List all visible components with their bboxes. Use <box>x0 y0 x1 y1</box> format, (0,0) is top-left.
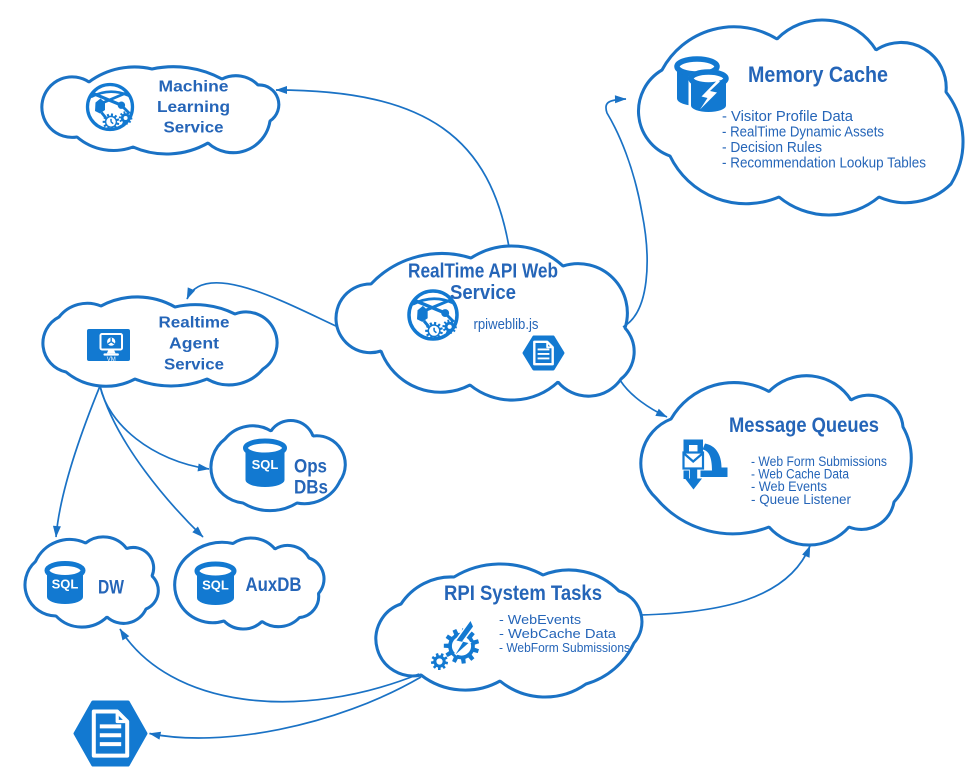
svg-text:DBs: DBs <box>294 478 328 499</box>
svg-text:- WebCache Data: - WebCache Data <box>499 626 617 641</box>
svg-text:- Recommendation Lookup Tables: - Recommendation Lookup Tables <box>722 156 926 172</box>
svg-text:Service: Service <box>164 357 224 374</box>
svg-text:- RealTime Dynamic Assets: - RealTime Dynamic Assets <box>722 125 884 141</box>
svg-text:- Web Cache Data: - Web Cache Data <box>751 467 849 482</box>
svg-text:Service: Service <box>450 282 516 304</box>
svg-text:DW: DW <box>98 577 124 599</box>
svg-text:AuxDB: AuxDB <box>246 574 302 596</box>
svg-text:- Web Events: - Web Events <box>751 479 827 494</box>
svg-text:- Decision Rules: - Decision Rules <box>722 140 822 156</box>
svg-text:Message Queues: Message Queues <box>729 414 879 437</box>
svg-text:- Queue Listener: - Queue Listener <box>751 492 851 507</box>
svg-text:RPI System Tasks: RPI System Tasks <box>444 582 602 605</box>
svg-text:- Visitor Profile Data: - Visitor Profile Data <box>722 109 854 125</box>
svg-text:- WebForm Submissions: - WebForm Submissions <box>499 640 630 655</box>
svg-text:Machine: Machine <box>159 79 229 96</box>
svg-text:- Web Form Submissions: - Web Form Submissions <box>751 454 887 469</box>
svg-text:Agent: Agent <box>169 336 220 353</box>
svg-text:Realtime: Realtime <box>159 315 230 332</box>
svg-text:Service: Service <box>164 120 224 137</box>
svg-text:Memory Cache: Memory Cache <box>748 62 888 87</box>
svg-text:Learning: Learning <box>157 99 230 116</box>
svg-text:VM: VM <box>107 357 116 363</box>
svg-text:SQL: SQL <box>52 577 79 592</box>
svg-text:- WebEvents: - WebEvents <box>499 612 581 627</box>
svg-text:SQL: SQL <box>252 457 279 472</box>
svg-text:rpiweblib.js: rpiweblib.js <box>474 316 539 333</box>
svg-text:SQL: SQL <box>202 577 229 592</box>
svg-text:Ops: Ops <box>294 457 327 478</box>
svg-text:RealTime API Web: RealTime API Web <box>408 261 558 283</box>
